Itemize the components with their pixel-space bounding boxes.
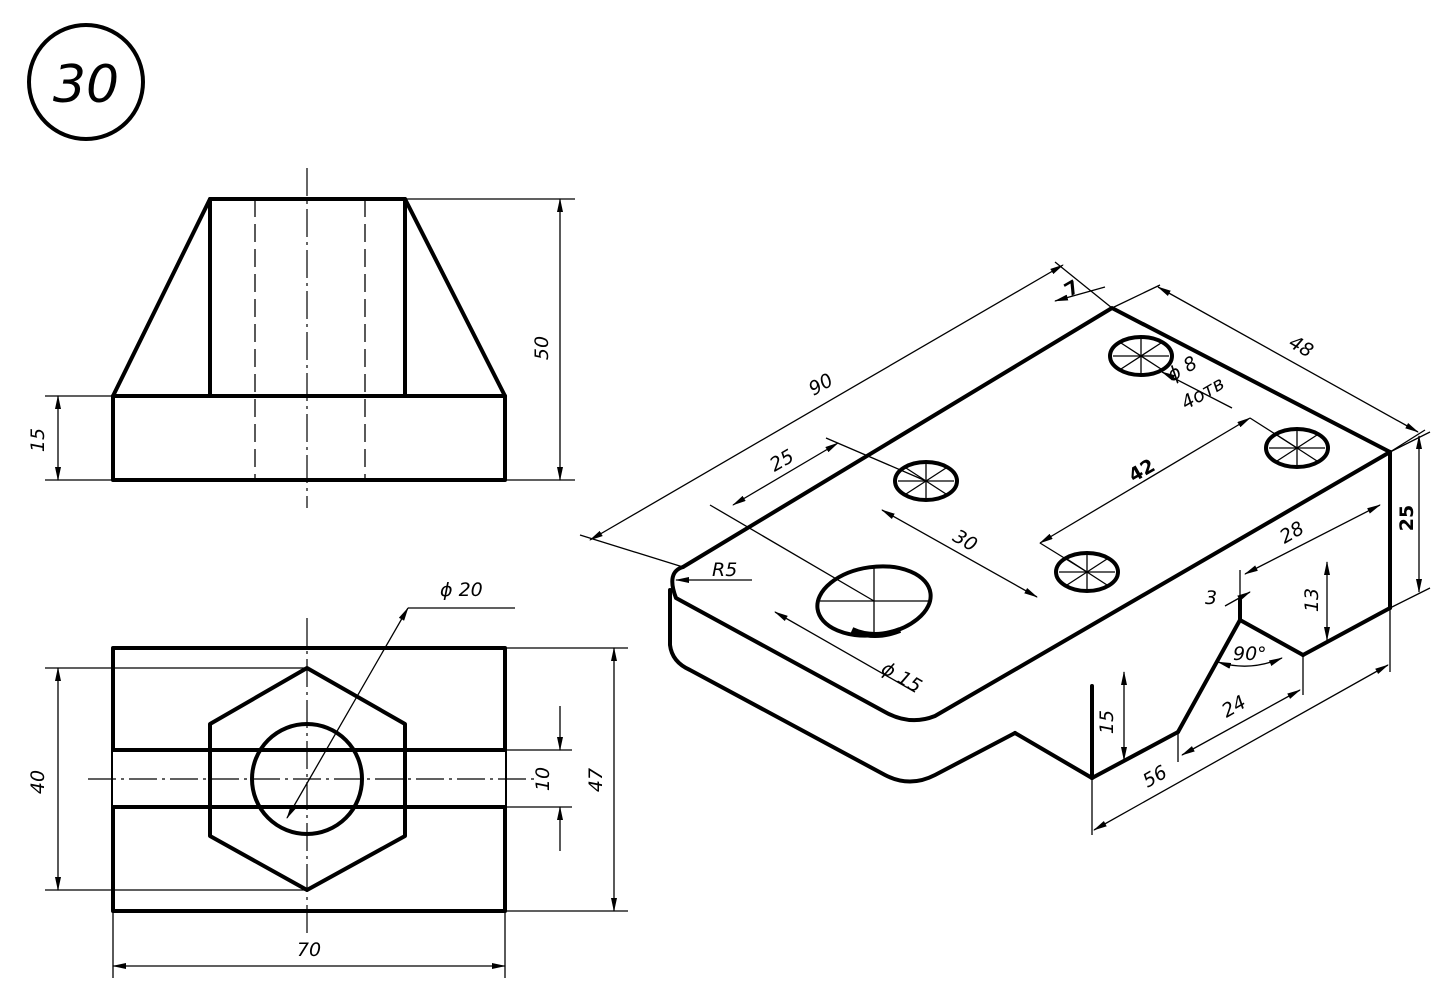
dimension-13: 13 (1301, 588, 1323, 612)
dimension-line-3 (1224, 591, 1251, 607)
extension-line (709, 504, 875, 602)
isometric-view: 90 7 48 25 R5 ϕ 15 ϕ 8 4отв 30 42 (579, 261, 1431, 835)
problem-number-badge: 30 (27, 23, 145, 141)
dimension-15: 15 (27, 428, 49, 452)
dimension-47: 47 (585, 768, 607, 792)
dimension-phi20: ϕ 20 (440, 579, 483, 601)
dimension-groove-15: 15 (1096, 710, 1118, 734)
angle-90: 90° (1233, 643, 1267, 665)
top-view: ϕ 20 40 47 10 70 (27, 579, 628, 978)
dimension-line-7 (1054, 286, 1106, 302)
extension-line (579, 534, 684, 568)
leader-phi20 (286, 607, 409, 819)
iso-right-bottom (1301, 606, 1392, 657)
dimension-hole-offset-25: 25 (766, 445, 798, 476)
dimension-40: 40 (27, 770, 49, 794)
fillet-r5: R5 (712, 559, 737, 581)
front-view: 50 15 (27, 168, 575, 508)
iso-front-bottom-edge (668, 588, 1017, 784)
extension-line (1389, 587, 1431, 609)
dimension-line-56 (1093, 664, 1389, 831)
extension-line (1054, 261, 1113, 309)
front-view-trapezoid (111, 197, 507, 398)
dimension-48: 48 (1285, 331, 1317, 362)
dimension-90: 90 (805, 369, 837, 400)
dimension-line-25a (732, 442, 839, 506)
dimension-10: 10 (532, 767, 554, 791)
dimension-3: 3 (1205, 587, 1217, 609)
extension-line (1389, 429, 1426, 453)
extension-line (1389, 431, 1431, 453)
front-view-base (111, 394, 507, 482)
problem-number: 30 (53, 55, 119, 115)
dimension-line-28 (1244, 504, 1381, 575)
dimension-line-42 (1039, 417, 1251, 544)
extension-line (1249, 417, 1298, 449)
dimension-line-90 (589, 264, 1064, 541)
iso-groove-back (1013, 731, 1094, 780)
extension-line (825, 437, 927, 482)
dimension-24: 24 (1218, 691, 1250, 722)
extension-line (1111, 284, 1161, 309)
extension-line (1039, 542, 1088, 573)
iso-top-front-edge (670, 450, 1392, 723)
dimension-line-30 (881, 509, 1038, 598)
dimension-50: 50 (531, 336, 553, 360)
dimension-70: 70 (297, 939, 321, 961)
iso-step-edge (1238, 618, 1305, 657)
badge-circle (27, 23, 145, 141)
leader-phi15 (774, 611, 916, 693)
leader-phi8 (1161, 371, 1233, 409)
dimension-height-25: 25 (1396, 505, 1418, 531)
iso-face-fill (668, 308, 1390, 778)
iso-large-hole-wall (850, 627, 902, 638)
dimension-56: 56 (1139, 761, 1171, 792)
dimension-line-48 (1157, 286, 1419, 433)
